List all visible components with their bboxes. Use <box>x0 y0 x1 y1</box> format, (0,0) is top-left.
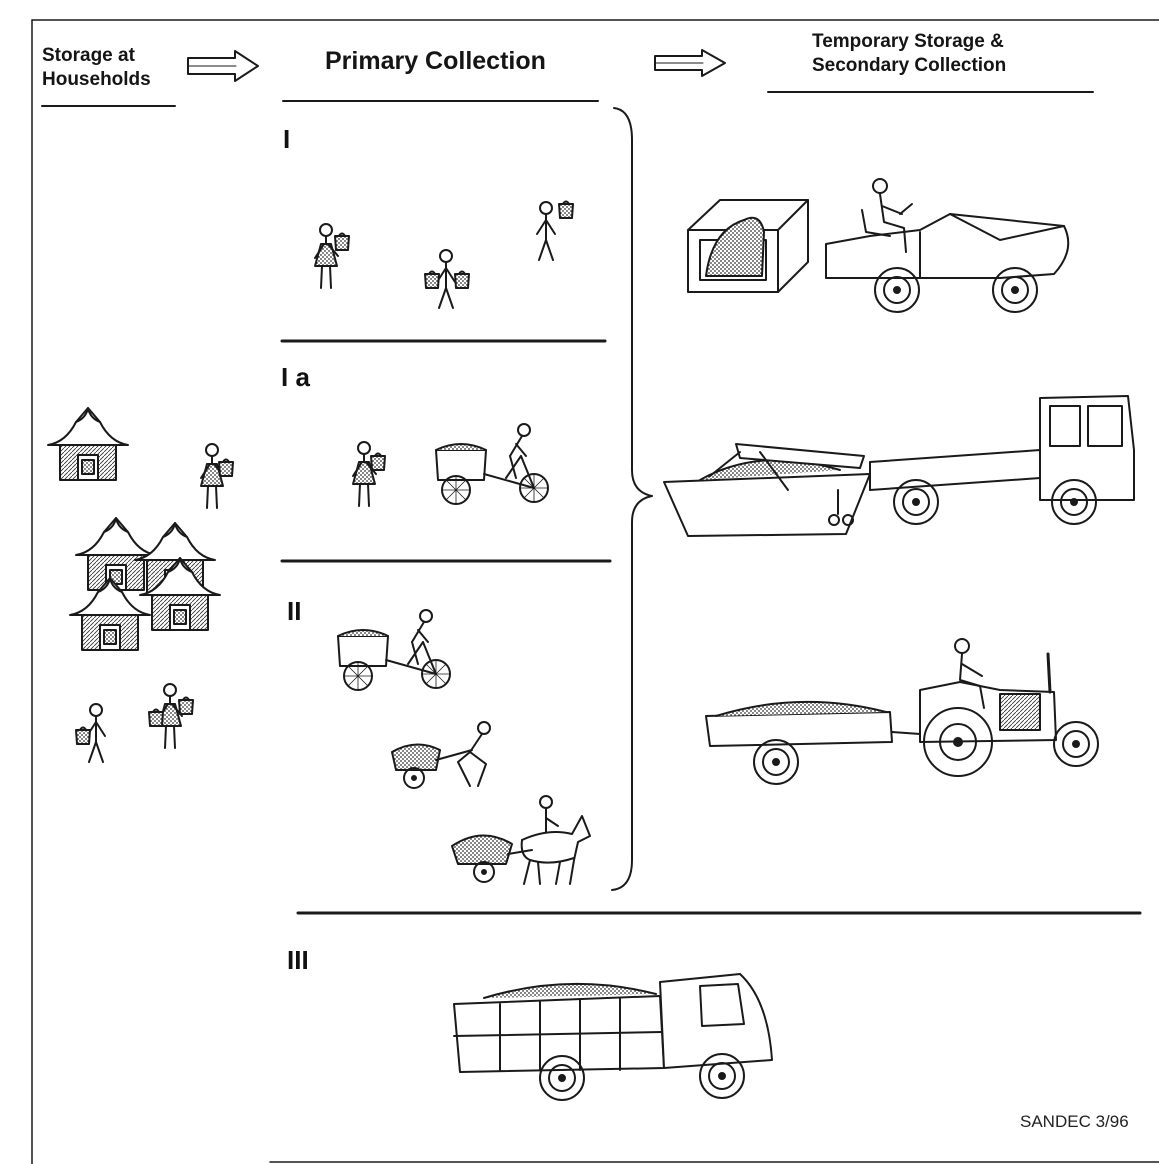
section-label-i: I <box>283 124 291 154</box>
section-ii-handcart-icon <box>391 721 491 789</box>
household-woman-with-bags-icon <box>148 683 194 749</box>
arrow-to-secondary-icon <box>654 49 726 77</box>
storage-bin-icon <box>687 199 809 293</box>
section-i-person-two-bags-icon <box>424 249 470 309</box>
section-label-ia: I a <box>281 362 310 392</box>
header-secondary-collection: Temporary Storage & Secondary Collection <box>812 31 1007 76</box>
section-i-person-bag-icon <box>536 200 574 261</box>
section-label-iii: III <box>287 945 309 975</box>
section-ia-tricycle-icon <box>436 424 548 504</box>
header-storage-at-households: Storage at Households <box>42 45 151 90</box>
section-ii-donkey-cart-icon <box>451 795 591 885</box>
section-label-ii: II <box>287 596 302 626</box>
arrow-to-primary-icon <box>187 50 259 82</box>
skip-truck-icon <box>663 395 1135 537</box>
household-woman-icon <box>200 443 234 509</box>
household-man-icon <box>75 703 106 763</box>
curly-bracket <box>611 107 653 891</box>
credit-label: SANDEC 3/96 <box>1020 1112 1129 1131</box>
tractor-dumper-icon <box>825 178 1070 313</box>
section-ia-woman-icon <box>352 441 386 507</box>
tractor-trailer-icon <box>705 638 1099 785</box>
section-ii-tricycle-icon <box>338 610 450 690</box>
households-village-icon <box>47 407 221 651</box>
section-i-woman-icon <box>314 223 350 289</box>
header-primary-collection: Primary Collection <box>325 47 546 75</box>
section-iii-truck-icon <box>453 973 773 1101</box>
